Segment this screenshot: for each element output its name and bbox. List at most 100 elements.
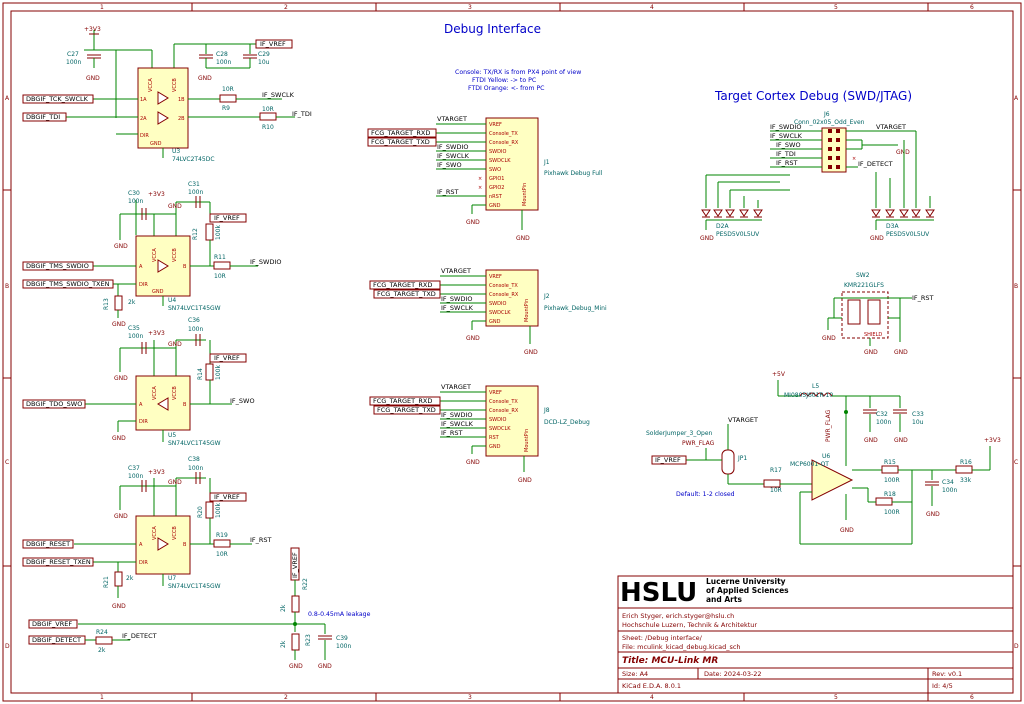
col-label-1: 1 [100, 4, 104, 11]
r23-ref: R23 [305, 634, 312, 646]
c29-value: 10u [258, 59, 270, 66]
c38-value: 100n [188, 465, 203, 472]
j1-pin-7: GPIO1 [489, 176, 504, 182]
dbgif-tdo-label: DBGIF_TDO_SWO [26, 400, 82, 408]
gnd-label: GND [518, 477, 532, 484]
if-rst-net: IF_RST [250, 536, 272, 544]
console-note-1: Console: TX/RX is from PX4 point of view [455, 69, 581, 76]
gnd-label: GND [894, 437, 908, 444]
r24-ref: R24 [96, 629, 108, 636]
r10-ref: R10 [262, 124, 274, 131]
gnd-label: GND [864, 437, 878, 444]
if-vref-net: IF_VREF [260, 40, 286, 48]
vtarget-net: VTARGET [876, 123, 906, 131]
gnd-label: GND [926, 511, 940, 518]
r15-value: 100R [884, 477, 900, 484]
j8-pin-6: RST [489, 435, 500, 441]
c36-value: 100n [188, 326, 203, 333]
plus3v3-label: +3V3 [148, 469, 165, 476]
gnd-label: GND [466, 459, 480, 466]
plus3v3-label: +3V3 [148, 330, 165, 337]
c39-ref: C39 [336, 635, 348, 642]
gnd-label: GND [864, 349, 878, 356]
d2-value: PESD5V0L5UV [716, 231, 760, 238]
if-detect-net: IF_DETECT [858, 160, 893, 168]
j2-pin-4: SWDIO [489, 301, 506, 307]
col-label-2: 2 [284, 4, 288, 11]
r17-value: 10R [770, 487, 782, 494]
dbgif-tck-label: DBGIF_TCK_SWCLK [26, 95, 89, 103]
j1-nc-8: × [478, 185, 482, 191]
j8-mountpin: MountPin [524, 429, 530, 452]
j8-pin-4: SWDIO [489, 417, 506, 423]
r20-ref: R20 [197, 506, 204, 518]
if-swclk-net: IF_SWCLK [437, 152, 470, 160]
u3-value: 74LVC2T45DC [172, 156, 215, 163]
row-label-b-r: B [1014, 283, 1018, 290]
c28-value: 100n [216, 59, 231, 66]
j8-pin-2: Console_TX [489, 399, 518, 405]
hslu-logo: HSLU [620, 578, 697, 608]
d2-ref: D2A [716, 223, 729, 230]
if-swdio-net: IF_SWDIO [441, 411, 473, 419]
u7-vccb-pin: VCCB [172, 526, 178, 540]
j1-nc-7: × [478, 176, 482, 182]
c37-ref: C37 [128, 465, 140, 472]
u5-b-pin: B [183, 402, 187, 408]
u4-b-pin: B [183, 264, 187, 270]
r23-value: 2k [280, 640, 287, 648]
fcg-rxd-label: FCG_TARGET_RXD [373, 397, 432, 405]
c33-ref: C33 [912, 411, 924, 418]
u3-gnd-pin: GND [150, 141, 162, 147]
j2-pin-3: Console_RX [489, 292, 519, 298]
if-rst-net: IF_RST [437, 188, 459, 196]
u4-vccb-pin: VCCB [172, 248, 178, 262]
j8-value: DCD-LZ_Debug [544, 419, 590, 426]
gnd-label: GND [168, 341, 182, 348]
if-swo-net: IF_SWO [437, 161, 462, 169]
d2-diodes [701, 209, 763, 218]
u5-dir-pin: DIR [139, 419, 148, 425]
gnd-label: GND [318, 663, 332, 670]
row-label-d-r: D [1014, 643, 1019, 650]
c31-value: 100n [188, 189, 203, 196]
gnd-label: GND [516, 235, 530, 242]
r18-value: 100R [884, 509, 900, 516]
c28-ref: C28 [216, 51, 228, 58]
company-line2: of Applied Sciences [706, 586, 789, 595]
if-swclk-net: IF_SWCLK [441, 304, 474, 312]
file-text: File: mculink_kicad_debug.kicad_sch [622, 643, 741, 651]
leakage-note: 0.8-0.45mA leakage [308, 611, 371, 618]
u3-dir-pin: DIR [140, 133, 149, 139]
if-rst-net: IF_RST [441, 429, 463, 437]
if-vref-net: IF_VREF [655, 456, 681, 464]
c27-ref: C27 [67, 51, 79, 58]
if-vref-net: IF_VREF [214, 214, 240, 222]
j1-pin-10: GND [489, 203, 501, 209]
j1-mountpin: MountPin [522, 183, 528, 206]
j1-block: Console: TX/RX is from PX4 point of view… [367, 69, 603, 242]
dbgif-tdi-label: DBGIF_TDI [26, 113, 60, 121]
r15-ref: R15 [884, 459, 896, 466]
plus3v3-label: +3V3 [84, 26, 101, 33]
sheet-text: Sheet: /Debug interface/ [622, 634, 703, 642]
pwr-flag-label: PWR_FLAG [825, 409, 832, 442]
u3-block: +3V3 C27 100n GND C28 100n C29 10u GND V… [22, 26, 312, 163]
u5-ref: U5 [168, 432, 176, 439]
r20-value: 100k [215, 503, 222, 518]
gnd-label: GND [840, 527, 854, 534]
fcg-txd-label: FCG_TARGET_TXD [377, 406, 436, 414]
gnd-label: GND [894, 349, 908, 356]
j1-pin-3: Console_RX [489, 140, 519, 146]
gnd-label: GND [466, 335, 480, 342]
col-label-5: 5 [834, 4, 838, 11]
console-note-3: FTDI Orange: <- from PC [468, 85, 545, 92]
j8-pin-5: SWDCLK [489, 426, 511, 432]
col-label-4: 4 [650, 4, 654, 11]
c38-ref: C38 [188, 456, 200, 463]
if-rst-net: IF_RST [912, 294, 934, 302]
gnd-label: GND [198, 75, 212, 82]
plus3v3-label: +3V3 [984, 437, 1001, 444]
u3-2a-pin: 2A [140, 116, 147, 122]
